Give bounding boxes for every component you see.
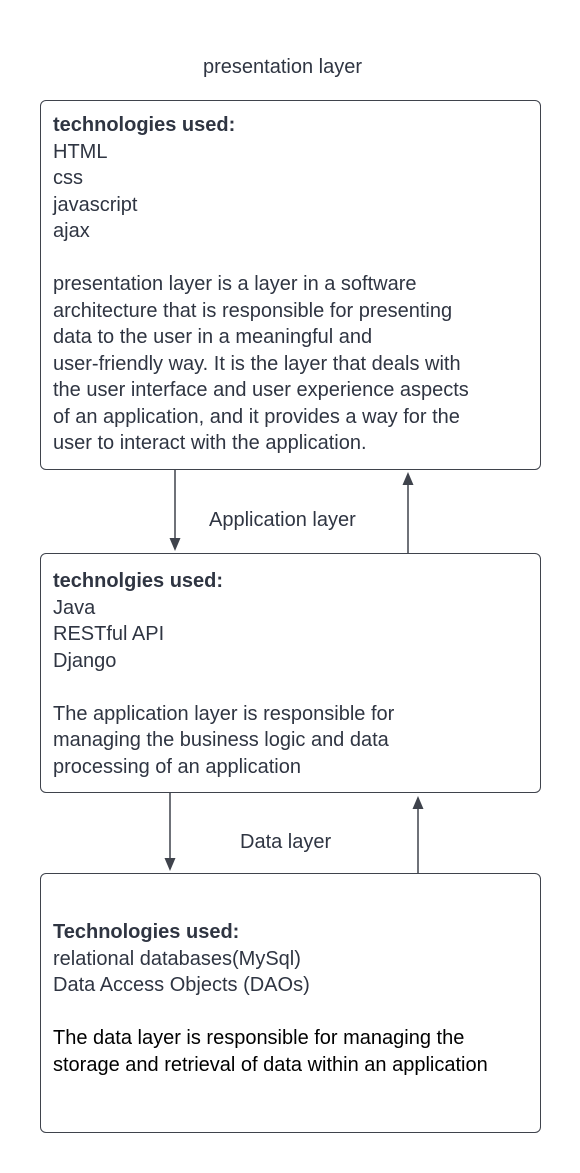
application-description-line: processing of an application bbox=[53, 755, 301, 778]
presentation-description-line: architecture that is responsible for pre… bbox=[53, 299, 453, 322]
application-tech-item: RESTful API bbox=[53, 623, 165, 645]
application-description-line: managing the business logic and data bbox=[53, 729, 389, 751]
presentation-layer-label: presentation layer bbox=[203, 56, 362, 78]
application-layer-label: Application layer bbox=[209, 509, 356, 531]
arrowhead-up-icon bbox=[412, 796, 424, 809]
presentation-description: presentation layer is a layer in a softw… bbox=[53, 271, 532, 457]
data-layer-label: Data layer bbox=[240, 831, 332, 853]
arrowhead-up-icon bbox=[402, 472, 414, 485]
presentation-tech-item: javascript bbox=[53, 193, 138, 216]
presentation-tech-item: ajax bbox=[53, 220, 90, 242]
presentation-tech-item: HTML bbox=[53, 140, 108, 163]
data-technologies-heading: Technologies used: bbox=[53, 921, 240, 943]
data-layer-box: Technologies used: relational databases(… bbox=[40, 873, 541, 1133]
application-tech-item: Django bbox=[53, 649, 117, 672]
presentation-description-line: user to interact with the application. bbox=[53, 432, 367, 454]
application-technologies-heading: technolgies used: bbox=[53, 570, 224, 592]
presentation-description-line: of an application, and it provides a way… bbox=[53, 405, 460, 428]
presentation-layer-box: technologies used: HTML css javascript a… bbox=[40, 100, 541, 470]
presentation-description-line: data to the user in a meaningful and bbox=[53, 326, 373, 348]
data-tech-item: Data Access Objects (DAOs) bbox=[53, 974, 310, 996]
presentation-tech-item: css bbox=[53, 167, 83, 189]
application-tech-item: Java bbox=[53, 596, 96, 619]
presentation-description-line: presentation layer is a layer in a softw… bbox=[53, 273, 417, 295]
application-description-line: The application layer is responsible for bbox=[53, 702, 395, 725]
application-layer-box: technolgies used: Java RESTful API Djang… bbox=[40, 553, 541, 793]
data-tech-item: relational databases(MySql) bbox=[53, 947, 301, 970]
presentation-description-line: the user interface and user experience a… bbox=[53, 379, 469, 401]
arrowhead-down-icon bbox=[169, 538, 181, 551]
arrowhead-down-icon bbox=[164, 858, 176, 871]
presentation-description-line: user-friendly way. It is the layer that … bbox=[53, 352, 461, 375]
data-description: The data layer is responsible for managi… bbox=[53, 1025, 532, 1078]
data-description-line: The data layer is responsible for managi… bbox=[53, 1027, 465, 1049]
data-description-line: storage and retrieval of data within an … bbox=[53, 1053, 488, 1076]
presentation-technologies-heading: technologies used: bbox=[53, 114, 236, 136]
application-description: The application layer is responsible for… bbox=[53, 701, 532, 781]
